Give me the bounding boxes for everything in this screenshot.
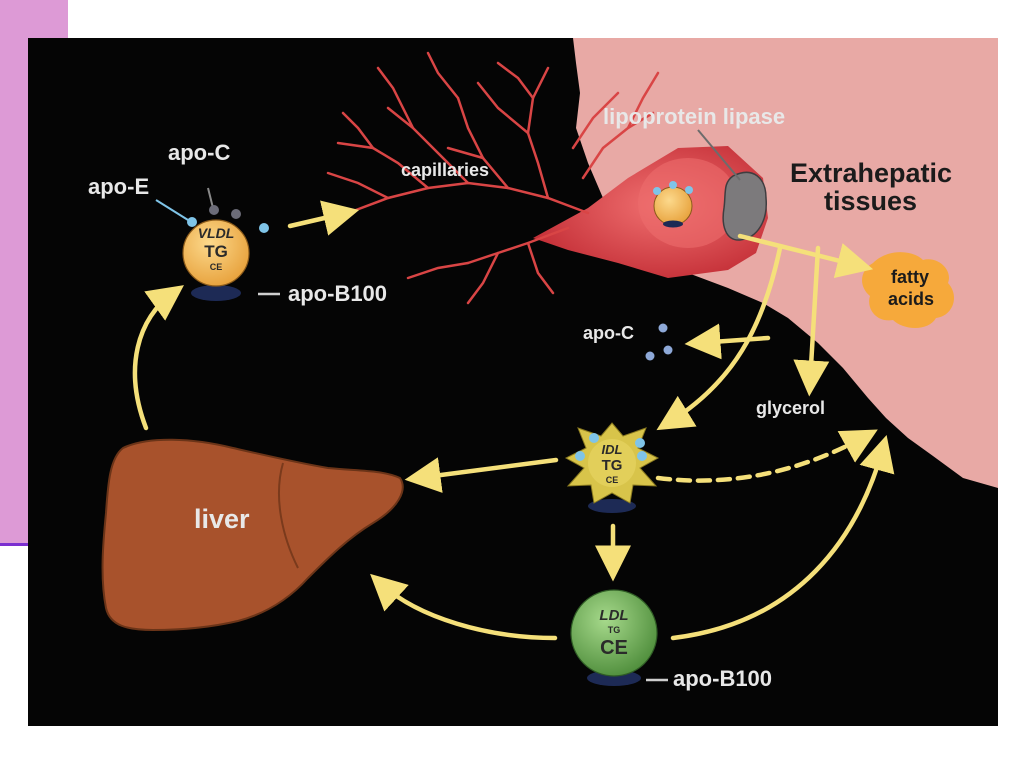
ldl-name-label: LDL [599, 607, 629, 624]
liver-lobe-line [277, 462, 299, 569]
tissues-label: tissues [824, 186, 918, 216]
liver-label: liver [194, 504, 250, 534]
apo-c-top-label: apo-C [168, 140, 231, 165]
arrow-lipase-to-idl [656, 245, 783, 431]
vldl-tg-label: TG [204, 242, 228, 261]
idl-particle [564, 422, 660, 513]
arrow-liver-to-vldl [132, 285, 184, 431]
ldl-ce-label: CE [600, 637, 628, 659]
idl-ce-label: CE [605, 475, 619, 485]
lipase-pointer-line [697, 129, 741, 181]
vldl-particle [155, 187, 280, 301]
apo-e-label: apo-E [88, 174, 150, 199]
diagram-canvas [101, 38, 998, 686]
liver-organ [101, 438, 404, 632]
capillaries-label: capillaries [401, 160, 490, 180]
arrow-to-apoc [684, 323, 771, 360]
acids-label: acids [888, 289, 935, 309]
arrow-ldl-to-liver [370, 573, 558, 641]
arrow-ldl-to-tissue [670, 434, 895, 641]
lipoprotein-lipase-enzyme [722, 171, 767, 241]
extrahepatic-label: Extrahepatic [790, 158, 953, 188]
arrow-lipase-to-fatty-acids [737, 233, 874, 279]
arrow-to-glycerol [793, 245, 830, 397]
glycerol-label: glycerol [756, 398, 826, 418]
free-apo-c-particles [645, 323, 673, 361]
arrow-idl-to-liver [404, 457, 559, 493]
apo-b100-vldl-label: apo-B100 [288, 281, 388, 306]
vldl-ce-label: CE [209, 262, 223, 272]
capillaries [326, 51, 660, 305]
arrow-idl-to-tissue-dashed [655, 429, 878, 483]
apo-c-mid-label: apo-C [583, 323, 634, 343]
lipoprotein-metabolism-diagram: lipoprotein lipase capillaries Extrahepa… [28, 38, 998, 726]
vldl-in-capillary [653, 181, 693, 228]
pathway-arrows [132, 200, 895, 641]
fatty-acids-blob [862, 252, 955, 328]
ldl-particle [570, 589, 668, 686]
lipoprotein-lipase-label: lipoprotein lipase [603, 104, 786, 129]
fatty-label: fatty [891, 267, 930, 287]
idl-tg-label: TG [601, 457, 623, 474]
apo-b100-ldl-label: apo-B100 [673, 666, 773, 691]
vldl-name-label: VLDL [197, 225, 235, 241]
arrow-vldl-to-capillaries [287, 200, 360, 236]
ldl-tg-label: TG [607, 625, 621, 635]
idl-name-label: IDL [601, 442, 623, 457]
